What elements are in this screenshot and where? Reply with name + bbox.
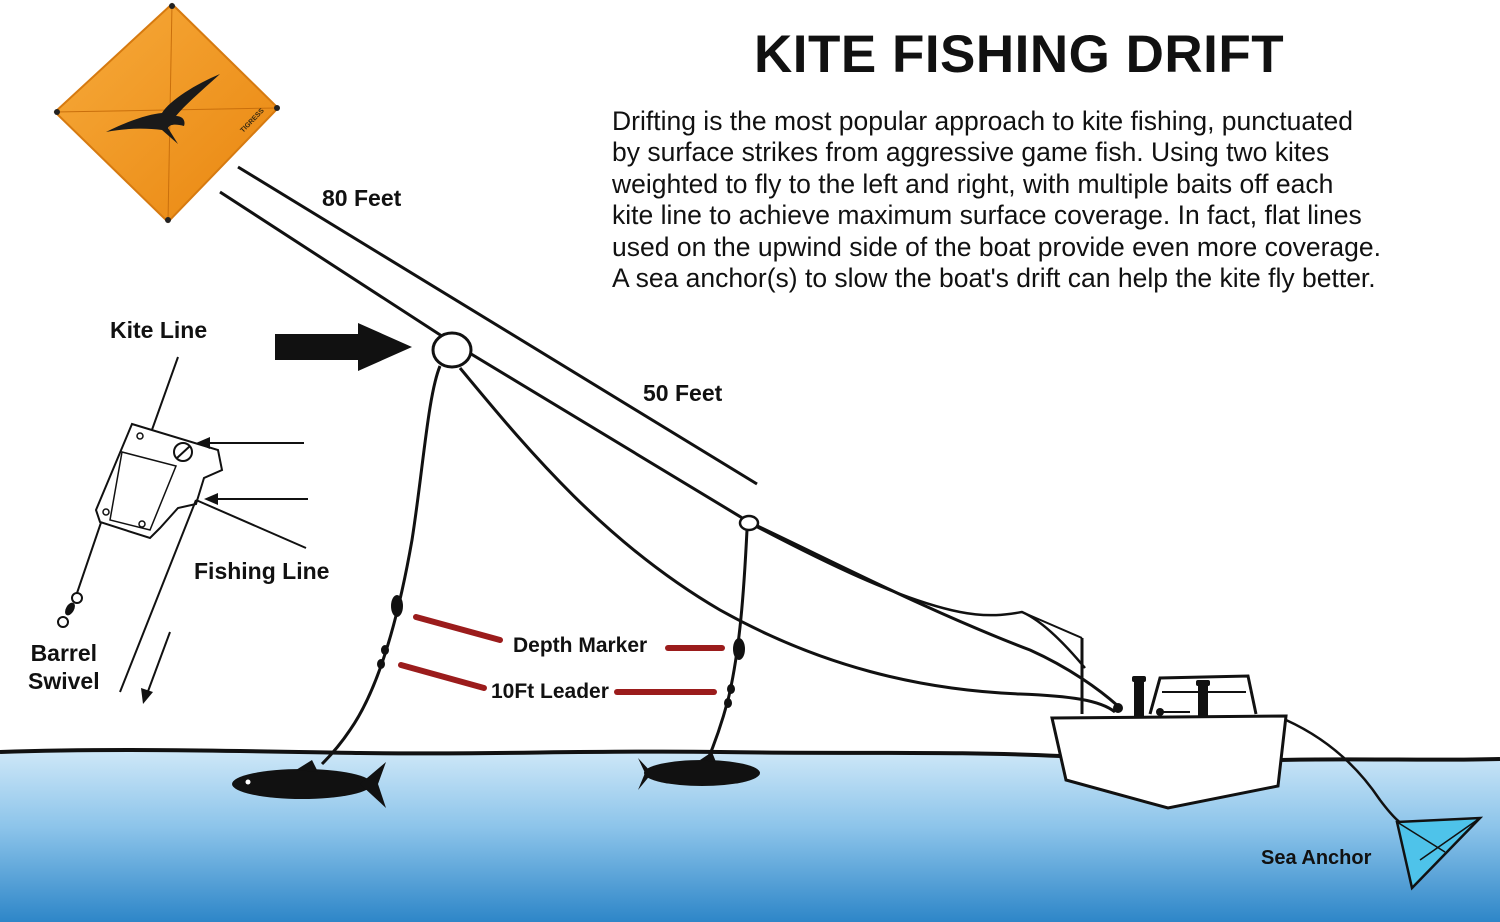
fishing-line-1-to-boat <box>458 367 1116 714</box>
leader-swivel-2b <box>724 698 732 708</box>
barrel-swivel-label: Barrel Swivel <box>28 639 100 695</box>
leader-swivel-1a <box>381 645 389 655</box>
depth-marker-label: Depth Marker <box>513 634 648 657</box>
fishing-line-label: Fishing Line <box>194 558 330 584</box>
boat-icon <box>1021 611 1288 810</box>
depth-marker-2 <box>733 638 745 660</box>
waterline <box>0 748 1500 762</box>
description-line: used on the upwind side of the boat prov… <box>612 231 1382 262</box>
description-line: weighted to fly to the left and right, w… <box>612 168 1334 199</box>
page-title: KITE FISHING DRIFT <box>754 25 1285 84</box>
leader-swivel-2a <box>727 684 735 694</box>
fishing-line-2-to-boat <box>756 525 1086 669</box>
depth-marker-1 <box>391 595 403 617</box>
fish-icon <box>232 760 386 808</box>
description-line: A sea anchor(s) to slow the boat's drift… <box>612 263 1376 294</box>
leader-swivel-1b <box>377 659 385 669</box>
release-clip-icon <box>75 356 308 704</box>
fishing-line-1-down <box>320 365 442 766</box>
barrel-swivel-label-line1: Barrel <box>30 640 98 666</box>
description-line: Drifting is the most popular approach to… <box>612 106 1353 136</box>
barrel-swivel-icon <box>57 592 83 628</box>
sea-anchor-icon <box>1395 816 1484 891</box>
arrow-icon <box>275 323 412 371</box>
release-clip-ring-2 <box>738 514 760 532</box>
distance-line-80ft <box>237 165 758 486</box>
description-line: kite line to achieve maximum surface cov… <box>612 200 1362 231</box>
sea-anchor-label: Sea Anchor <box>1261 847 1372 869</box>
fishing-line-2-down <box>704 529 749 765</box>
kite-line <box>219 190 1119 708</box>
distance-50ft-label: 50 Feet <box>643 380 723 406</box>
barrel-swivel-label-line2: Swivel <box>28 668 100 694</box>
release-clip-ring-1 <box>431 331 473 369</box>
description-paragraph: Drifting is the most popular approach to… <box>612 106 1381 294</box>
depth-marker-pointers <box>398 614 725 695</box>
frigate-bird-icon <box>106 74 220 144</box>
fish-icon-2 <box>638 752 760 790</box>
distance-80ft-label: 80 Feet <box>322 185 402 211</box>
kite-line-label: Kite Line <box>110 317 208 343</box>
description-line: by surface strikes from aggressive game … <box>612 137 1330 168</box>
kite-icon: TIGRESS <box>53 2 280 224</box>
leader-label: 10Ft Leader <box>491 680 609 703</box>
